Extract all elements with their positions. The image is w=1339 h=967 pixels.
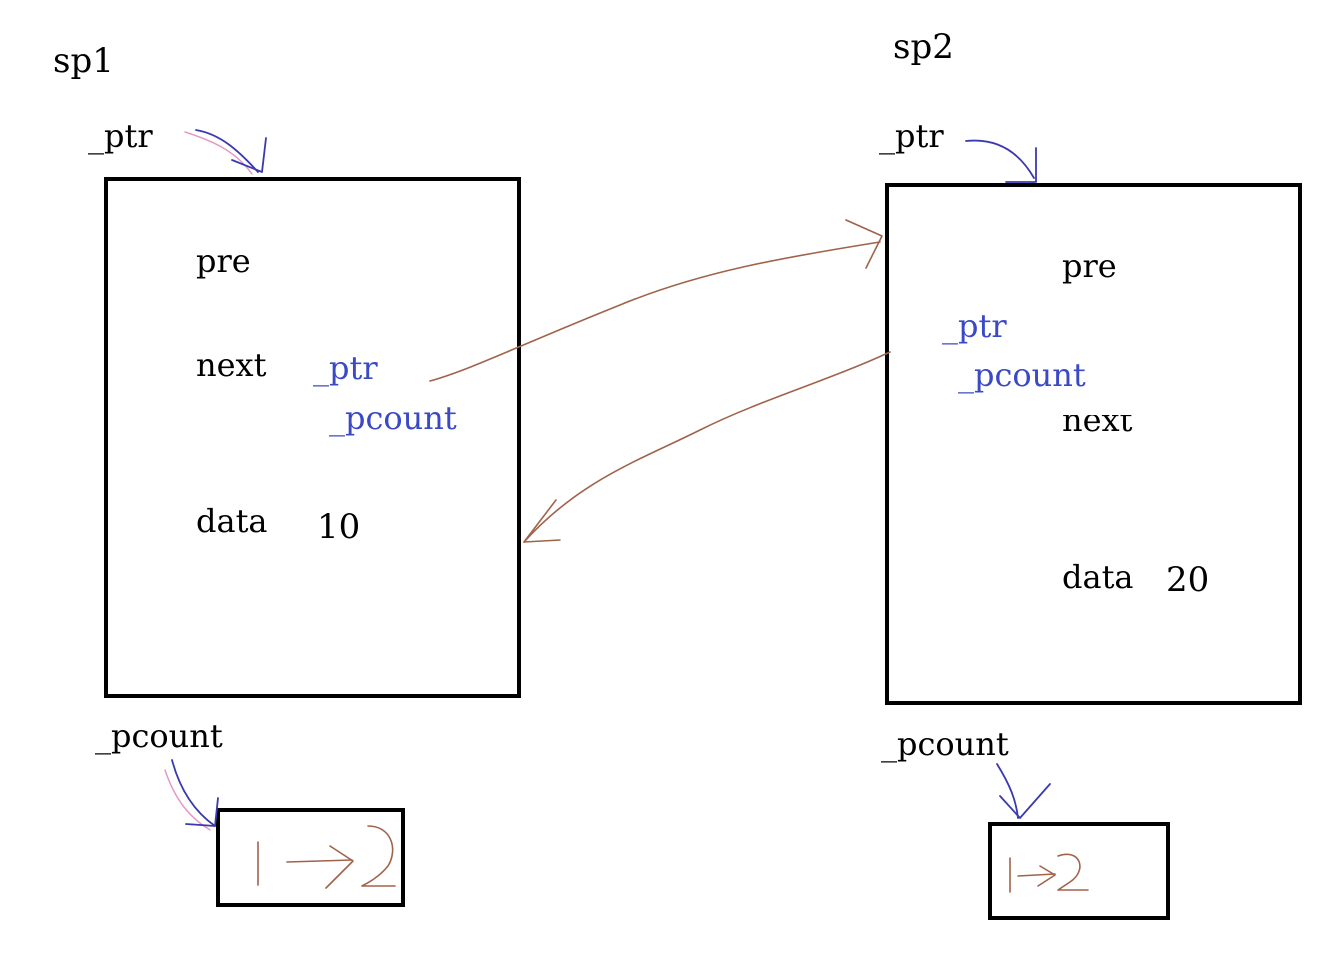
sp1-next-to-sp2-arrowhead (845, 219, 883, 269)
sp2-ptr-arrow (965, 139, 1035, 179)
sp2-pcount-label: _pcount (881, 725, 1009, 763)
sp2-node-box (885, 183, 1302, 705)
sp1-pcount-arrow-pink (164, 769, 211, 831)
sp2-node-next: next (1062, 401, 1133, 439)
sp1-ptr-arrowhead (231, 137, 267, 173)
sp2-count-note (1009, 853, 1089, 893)
sp2-ptr-label: _ptr (879, 117, 944, 155)
sp2-label: sp2 (893, 27, 954, 67)
sp1-next-to-sp2-arrow (429, 241, 881, 382)
sp2-pre-pcount: _pcount (958, 356, 1086, 394)
sp2-count-box (988, 822, 1170, 920)
sp1-node-data: data (196, 502, 268, 540)
sp2-pre-ptr: _ptr (942, 307, 1007, 345)
sp2-data-value: 20 (1166, 560, 1210, 600)
sp1-data-value: 10 (317, 507, 361, 547)
sp1-node-box (104, 177, 521, 698)
sp2-node-pre: pre (1062, 247, 1117, 285)
sp2-pre-to-sp1-arrowhead (523, 499, 561, 543)
sp2-node-data: data (1062, 558, 1134, 596)
sp1-next-pcount: _pcount (329, 399, 457, 437)
sp1-next-ptr: _ptr (313, 349, 378, 387)
sp2-ptr-arrowhead (1005, 147, 1037, 183)
sp1-count-note (257, 825, 396, 889)
sp1-pcount-arrowhead (185, 797, 219, 827)
sp1-ptr-label: _ptr (88, 117, 153, 155)
sp1-ptr-arrow-pink (184, 131, 253, 175)
sp2-pcount-arrow (996, 763, 1019, 819)
sp1-ptr-arrow-blue (195, 129, 259, 173)
sp1-pcount-label: _pcount (95, 717, 223, 755)
sp1-label: sp1 (53, 41, 114, 81)
sp2-pre-to-sp1-arrow (523, 351, 891, 543)
sp1-node-next: next (196, 346, 267, 384)
sp1-pcount-arrow-blue (171, 759, 216, 827)
sp1-node-pre: pre (196, 242, 251, 280)
sp2-pcount-arrowhead (999, 783, 1051, 819)
sp1-count-box (216, 808, 405, 907)
